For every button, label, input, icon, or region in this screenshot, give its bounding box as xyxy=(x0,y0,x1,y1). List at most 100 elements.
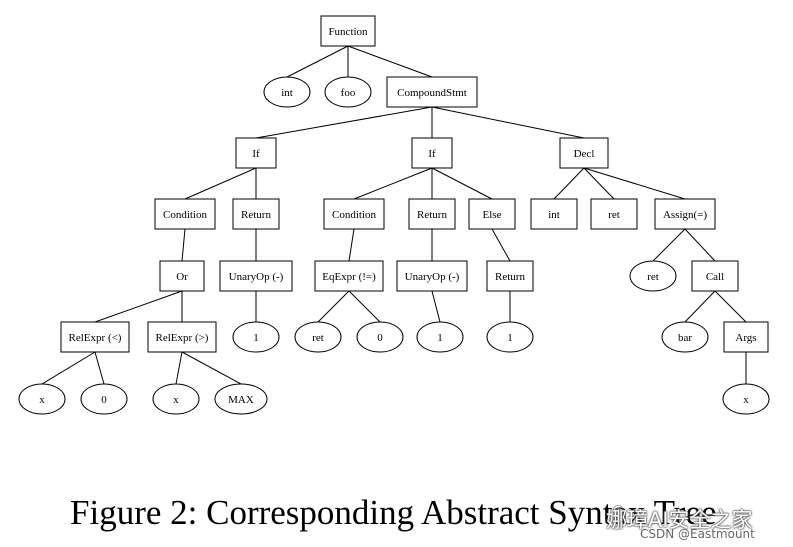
node-cond2: Condition xyxy=(323,198,385,230)
node-ellipse xyxy=(263,76,311,108)
edge-cond1-or xyxy=(181,228,186,262)
edge-rel1-x1 xyxy=(41,351,96,385)
node-label: int xyxy=(281,87,293,99)
node-label: ret xyxy=(608,209,620,221)
node-cond1: Condition xyxy=(154,198,216,230)
node-int2: int xyxy=(530,198,578,230)
edge-decl-int2 xyxy=(553,167,585,200)
node-label: Return xyxy=(417,209,447,221)
node-label: CompoundStmt xyxy=(397,87,467,99)
node-retbox: ret xyxy=(590,198,638,230)
node-box xyxy=(654,198,716,230)
node-label: If xyxy=(252,148,260,160)
figure-caption: Figure 2: Corresponding Abstract Syntax … xyxy=(70,493,717,532)
node-box xyxy=(147,321,217,353)
node-decl: Decl xyxy=(559,137,609,169)
node-label: If xyxy=(428,148,436,160)
watermark-source: CSDN @Eastmount xyxy=(640,527,755,541)
node-label: RelExpr (<) xyxy=(69,332,122,344)
node-label: 1 xyxy=(253,332,259,344)
node-ellipse xyxy=(722,383,770,415)
edge-assign-call xyxy=(684,228,716,262)
edge-compound-if1 xyxy=(255,106,433,139)
node-unary2: UnaryOp (-) xyxy=(396,260,468,292)
node-ellipse xyxy=(152,383,200,415)
node-ellipse xyxy=(629,260,677,292)
node-zero2: 0 xyxy=(80,383,128,415)
node-rel2: RelExpr (>) xyxy=(147,321,217,353)
node-label: Function xyxy=(328,26,368,38)
node-max: MAX xyxy=(214,383,268,415)
edge-assign-retell xyxy=(652,228,686,262)
node-args: Args xyxy=(723,321,769,353)
node-label: Return xyxy=(495,271,525,283)
node-box xyxy=(559,137,609,169)
edge-if2-else xyxy=(431,167,493,200)
node-label: Else xyxy=(483,209,502,221)
node-ret3: Return xyxy=(486,260,534,292)
node-ellipse xyxy=(324,76,372,108)
node-box xyxy=(232,198,280,230)
node-label: RelExpr (>) xyxy=(156,332,209,344)
node-ellipse xyxy=(294,321,342,353)
edge-call-args xyxy=(714,290,747,323)
edge-decl-retbox xyxy=(583,167,615,200)
wechat-icon: ◎ xyxy=(612,502,625,518)
edge-rel2-x2 xyxy=(175,351,183,385)
edge-else-ret3 xyxy=(491,228,511,262)
node-rel1: RelExpr (<) xyxy=(60,321,130,353)
node-label: Or xyxy=(176,271,188,283)
node-one1: 1 xyxy=(232,321,280,353)
node-ellipse xyxy=(661,321,709,353)
edge-eqexpr-ret4 xyxy=(317,290,350,323)
edge-compound-decl xyxy=(431,106,585,139)
node-label: MAX xyxy=(228,394,254,406)
node-box xyxy=(590,198,638,230)
node-label: Call xyxy=(706,271,724,283)
node-ellipse xyxy=(214,383,268,415)
node-call: Call xyxy=(691,260,739,292)
node-assign: Assign(=) xyxy=(654,198,716,230)
node-ret2: Return xyxy=(408,198,456,230)
node-if2: If xyxy=(411,137,453,169)
node-label: Assign(=) xyxy=(663,209,707,221)
node-box xyxy=(159,260,205,292)
node-box xyxy=(320,15,376,47)
node-else: Else xyxy=(468,198,516,230)
node-box xyxy=(530,198,578,230)
edge-cond2-eqexpr xyxy=(348,228,355,262)
edge-if2-cond2 xyxy=(353,167,433,200)
node-label: 1 xyxy=(437,332,443,344)
edge-eqexpr-zero1 xyxy=(348,290,381,323)
node-label: bar xyxy=(678,332,692,344)
node-box xyxy=(314,260,384,292)
node-box xyxy=(408,198,456,230)
edge-function-compound xyxy=(347,45,433,78)
node-label: EqExpr (!=) xyxy=(322,271,376,283)
node-label: Args xyxy=(735,332,756,344)
node-x3: x xyxy=(722,383,770,415)
node-ellipse xyxy=(486,321,534,353)
node-bar: bar xyxy=(661,321,709,353)
node-x2: x xyxy=(152,383,200,415)
node-ret4: ret xyxy=(294,321,342,353)
node-label: 1 xyxy=(507,332,513,344)
node-or: Or xyxy=(159,260,205,292)
node-label: ret xyxy=(647,271,659,283)
edge-call-bar xyxy=(684,290,716,323)
node-zero1: 0 xyxy=(356,321,404,353)
edge-rel2-max xyxy=(181,351,242,385)
node-box xyxy=(396,260,468,292)
edge-decl-assign xyxy=(583,167,686,200)
node-eqexpr: EqExpr (!=) xyxy=(314,260,384,292)
node-function: Function xyxy=(320,15,376,47)
node-foo: foo xyxy=(324,76,372,108)
node-ellipse xyxy=(416,321,464,353)
node-int1: int xyxy=(263,76,311,108)
node-if1: If xyxy=(235,137,277,169)
node-box xyxy=(154,198,216,230)
node-compound: CompoundStmt xyxy=(386,76,478,108)
node-label: 0 xyxy=(101,394,107,406)
node-label: Decl xyxy=(574,148,595,160)
